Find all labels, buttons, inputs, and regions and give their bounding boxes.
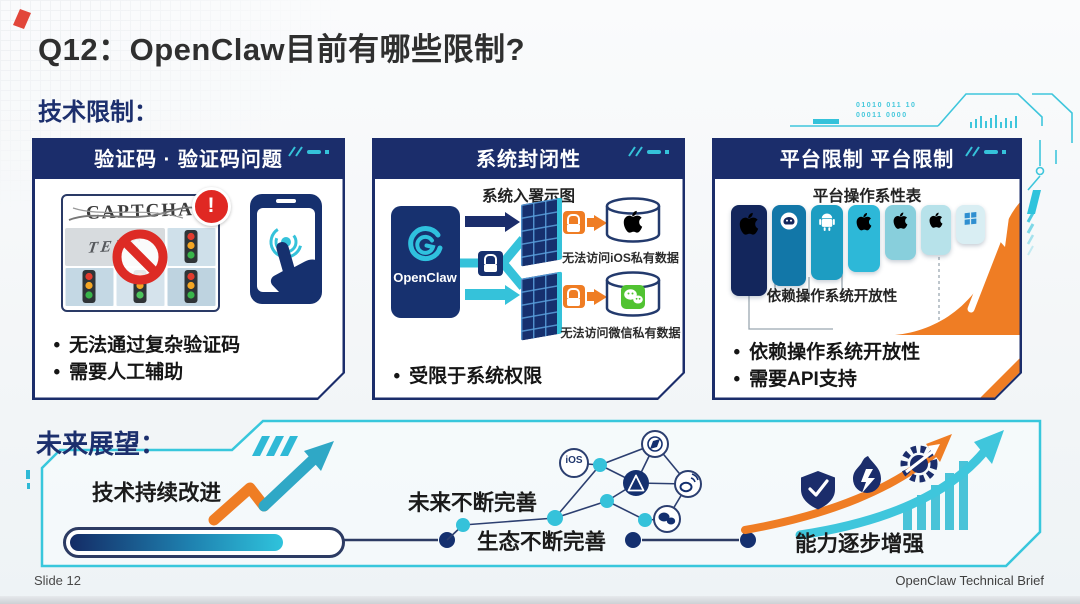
orange-arrow-icon — [587, 289, 607, 305]
wechat-node-icon — [653, 505, 681, 533]
platform-tiles — [731, 205, 985, 296]
bullet-item: 需要API支持 — [734, 366, 921, 393]
milestone-tech: 技术持续改进 — [92, 481, 222, 505]
page-title: Q12：OpenClaw目前有哪些限制? — [38, 32, 526, 67]
bullet-item: 依赖操作系统开放性 — [734, 339, 921, 366]
platform-table-subtitle: 平台操作系性表 — [812, 187, 922, 205]
wechat-database-icon — [604, 271, 662, 319]
card-captcha-title: 验证码 · 验证码问题 — [94, 148, 283, 171]
ios-node-label: iOS — [565, 455, 583, 466]
prohibition-icon — [111, 228, 169, 286]
bottom-bar — [0, 596, 1080, 604]
lock-icon — [478, 251, 503, 276]
platform-tile-apple-light — [921, 205, 951, 255]
platform-axis-label: 依赖操作系统开放性 — [766, 288, 898, 305]
header-decoration-icon — [627, 146, 673, 158]
navy-arrow-icon — [465, 212, 520, 232]
milestone-capability: 能力逐步增强 — [795, 532, 925, 556]
apple-icon — [929, 212, 942, 227]
card-platform-bullets: 依赖操作系统开放性 需要API支持 — [734, 339, 921, 393]
card-captcha: 验证码 · 验证码问题 CAPTCHA — [32, 138, 345, 400]
spark-bars-decoration — [970, 115, 1017, 128]
binary-text: 01010 011 10 — [856, 102, 917, 109]
header-decoration-icon — [287, 146, 333, 158]
orange-swoosh-arrow — [741, 448, 940, 534]
orange-arrow-icon — [587, 215, 607, 231]
shield-check-icon — [801, 471, 835, 510]
progress-bar-fill — [70, 534, 283, 551]
platform-tile-macos — [848, 205, 880, 272]
card-platform-limits: 平台限制 平台限制 平台操作系性表 — [712, 138, 1022, 400]
cyan-swoosh-arrow — [795, 447, 989, 540]
card-captcha-bullets: 无法通过复杂验证码 需要人工辅助 — [54, 332, 241, 386]
apple-icon — [893, 212, 907, 228]
growth-curve-icon — [895, 197, 1023, 337]
traffic-light-icon — [167, 228, 216, 266]
timeline-dot — [625, 532, 641, 548]
card-platform-header: 平台限制 平台限制 — [715, 141, 1020, 179]
footer-brand: OpenClaw Technical Brief — [895, 573, 1044, 588]
slide-number: Slide 12 — [34, 573, 81, 588]
compass-icon — [641, 430, 669, 458]
right-edge-decoration — [1026, 140, 1045, 256]
orange-corner-decoration — [980, 358, 1020, 398]
mask-icon — [780, 212, 798, 230]
openclaw-logo-box: OpenClaw — [391, 206, 460, 318]
wechat-restriction-label: 无法访问微信私有数据 — [560, 325, 681, 340]
weibo-icon — [674, 470, 702, 498]
card-captcha-header: 验证码 · 验证码问题 — [35, 141, 343, 179]
captcha-word: CAPTCHA — [85, 198, 195, 224]
platform-tile-ios — [731, 205, 767, 296]
tech-limits-label: 技术限制： — [38, 99, 158, 126]
banner-slashes-decoration — [252, 436, 298, 456]
milestone-ecosystem: 生态不断完善 — [477, 530, 607, 554]
timeline-dot — [740, 532, 756, 548]
platform-tile-windows — [956, 205, 985, 244]
hand-pointer-icon — [255, 226, 336, 313]
wechat-icon — [621, 285, 645, 309]
alert-icon: ! — [192, 187, 231, 226]
card-platform-title: 平台限制 平台限制 — [779, 148, 955, 171]
bar-chart-icon — [903, 461, 968, 530]
gear-arrows-icon — [900, 444, 940, 483]
appstore-icon — [623, 470, 649, 496]
capability-growth-graphic — [741, 430, 1004, 540]
android-icon — [819, 213, 835, 231]
binary-text: 00011 0000 — [856, 112, 908, 119]
progress-bar — [63, 527, 345, 558]
windows-icon — [964, 212, 976, 225]
ios-database-icon — [604, 197, 662, 245]
zigzag-arrow-icon — [208, 441, 334, 526]
apple-icon — [856, 213, 871, 230]
timeline-dot — [439, 532, 455, 548]
openclaw-logo-label: OpenClaw — [393, 269, 457, 285]
future-outlook-label: 未来展望： — [36, 429, 167, 459]
bullet-item: 受限于系统权限 — [394, 363, 543, 390]
cyan-dash-decoration — [813, 119, 839, 124]
milestone-future: 未来不断完善 — [408, 491, 538, 515]
cyan-arrow-icon — [465, 285, 520, 305]
card-system-title: 系统封闭性 — [476, 148, 581, 171]
card-system-header: 系统封闭性 — [375, 141, 683, 179]
traffic-light-icon — [65, 268, 114, 306]
platform-tile-circle — [772, 205, 806, 286]
openclaw-logo-icon — [405, 224, 445, 264]
flame-bolt-icon — [853, 456, 881, 493]
lock-icon — [563, 211, 585, 234]
bullet-item: 需要人工辅助 — [54, 359, 241, 386]
card-system-closure: 系统封闭性 系统入署示图 OpenClaw — [372, 138, 685, 400]
lock-icon — [563, 285, 585, 308]
ios-restriction-label: 无法访问iOS私有数据 — [562, 250, 679, 265]
traffic-light-icon — [167, 268, 216, 306]
platform-tile-android — [811, 205, 843, 280]
bullet-item: 无法通过复杂验证码 — [54, 332, 241, 359]
apple-icon — [739, 212, 757, 234]
platform-tile-apple-gray — [885, 205, 916, 260]
header-decoration-icon — [964, 146, 1010, 158]
card-system-bullets: 受限于系统权限 — [394, 363, 543, 390]
